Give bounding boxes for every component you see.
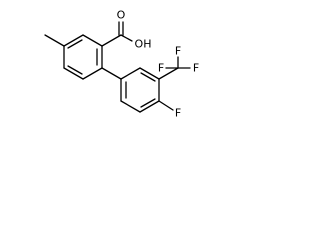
cf3-fluorine-top-label: F [175,45,181,58]
carbonyl-oxygen-label: O [117,9,126,22]
ring-fluorine-label: F [175,107,181,120]
bond [63,67,84,80]
chemical-structure-diagram: O OH F F F F [44,9,199,120]
bond [139,100,160,113]
bond [139,67,160,80]
biaryl-bond [101,67,122,80]
cf3-fluorine-right-label: F [193,62,199,75]
methyl-bond [44,34,65,47]
bond [120,67,141,80]
carboxylic-acid-group: O OH [101,9,152,51]
double-bond-inner [140,72,156,82]
hydroxyl-label: OH [135,38,152,51]
benzoic-acid-ring [63,34,103,80]
bond [101,34,122,47]
fluorophenyl-ring [120,67,160,113]
double-bond-inner [67,65,83,75]
bond [82,67,103,80]
trifluoromethyl-group: F F F [158,45,199,80]
double-bond-inner [140,98,156,108]
double-bond-inner [67,39,83,49]
bond [82,34,103,47]
bond [120,100,141,113]
cf3-fluorine-left-label: F [158,62,164,75]
bond [63,34,84,47]
bond [158,67,179,80]
bond [120,34,133,42]
ring-fluorine-bond [158,100,174,111]
